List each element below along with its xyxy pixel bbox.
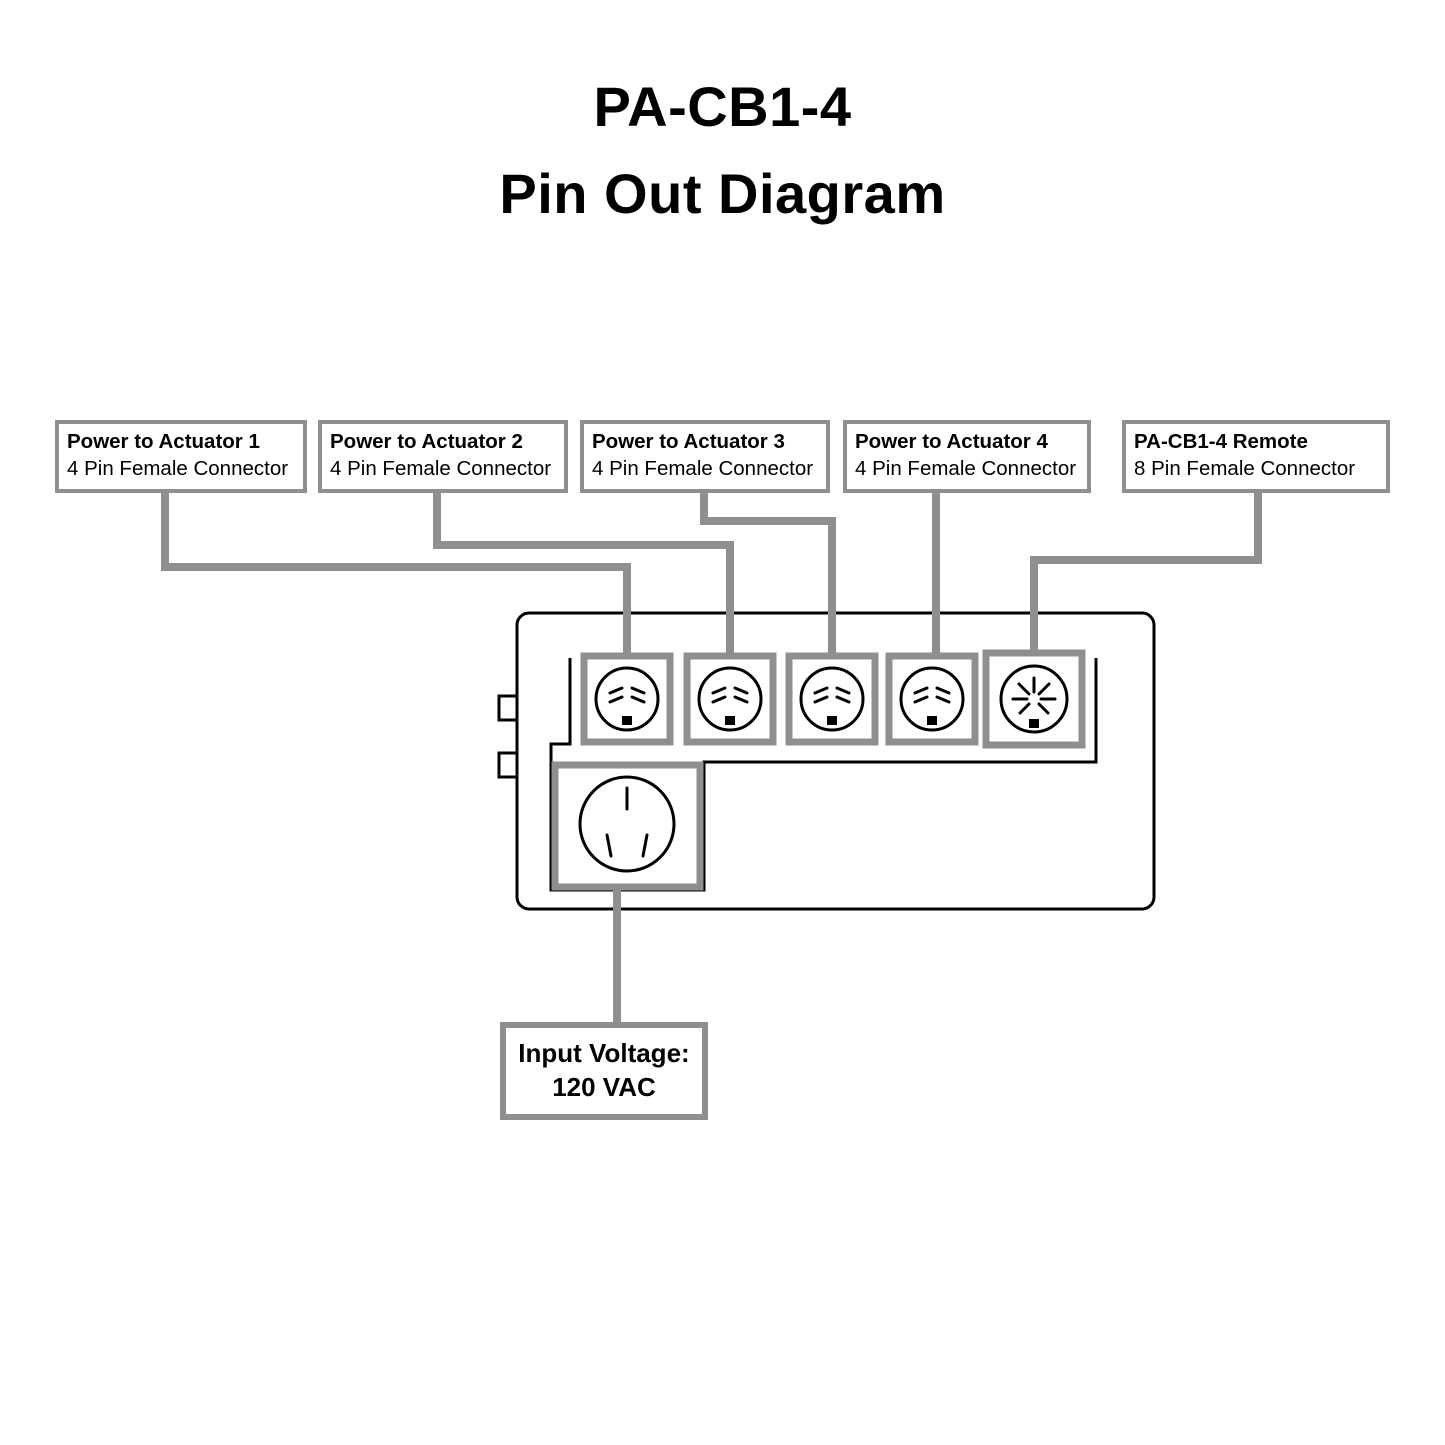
input-voltage-line2: 120 VAC xyxy=(552,1071,656,1102)
remote-socket-icon xyxy=(999,664,1069,734)
socket-bracket-actuator-4 xyxy=(885,652,979,746)
connector-line-actuator-1 xyxy=(161,488,631,658)
label-box-actuator-1: Power to Actuator 1 4 Pin Female Connect… xyxy=(55,420,307,494)
label-title: Power to Actuator 4 xyxy=(855,430,1048,453)
connector-line-actuator-2 xyxy=(433,488,734,658)
label-box-actuator-3: Power to Actuator 3 4 Pin Female Connect… xyxy=(580,420,830,494)
power-inlet-bracket xyxy=(551,761,704,891)
connector-line-actuator-3 xyxy=(700,488,836,658)
socket-bracket-actuator-2 xyxy=(683,652,777,746)
diagram-title: PA-CB1-4 Pin Out Diagram xyxy=(0,64,1445,238)
socket-bracket-actuator-1 xyxy=(580,652,674,746)
input-voltage-line1: Input Voltage: xyxy=(518,1038,690,1068)
label-box-remote: PA-CB1-4 Remote 8 Pin Female Connector xyxy=(1122,420,1390,494)
label-subtitle: 4 Pin Female Connector xyxy=(592,456,814,480)
label-subtitle: 8 Pin Female Connector xyxy=(1134,456,1356,480)
actuator-2-socket-icon xyxy=(697,666,763,732)
socket-bracket-remote xyxy=(982,649,1086,749)
power-inlet-icon xyxy=(578,775,676,873)
label-box-actuator-2: Power to Actuator 2 4 Pin Female Connect… xyxy=(318,420,568,494)
socket-bracket-actuator-3 xyxy=(785,652,879,746)
actuator-1-socket-icon xyxy=(594,666,660,732)
label-title: Power to Actuator 2 xyxy=(330,430,523,453)
actuator-4-socket-icon xyxy=(899,666,965,732)
label-title: Power to Actuator 3 xyxy=(592,430,785,453)
label-box-actuator-4: Power to Actuator 4 4 Pin Female Connect… xyxy=(843,420,1091,494)
diagram-title-line1: PA-CB1-4 xyxy=(593,75,852,138)
label-title: PA-CB1-4 Remote xyxy=(1134,430,1308,453)
connector-line-remote xyxy=(1030,488,1262,655)
input-voltage-box: Input Voltage: 120 VAC xyxy=(500,1022,708,1120)
label-subtitle: 4 Pin Female Connector xyxy=(330,456,552,480)
label-title: Power to Actuator 1 xyxy=(67,430,260,453)
actuator-3-socket-icon xyxy=(799,666,865,732)
diagram-title-line2: Pin Out Diagram xyxy=(499,161,946,225)
label-subtitle: 4 Pin Female Connector xyxy=(855,456,1077,480)
label-subtitle: 4 Pin Female Connector xyxy=(67,456,289,480)
